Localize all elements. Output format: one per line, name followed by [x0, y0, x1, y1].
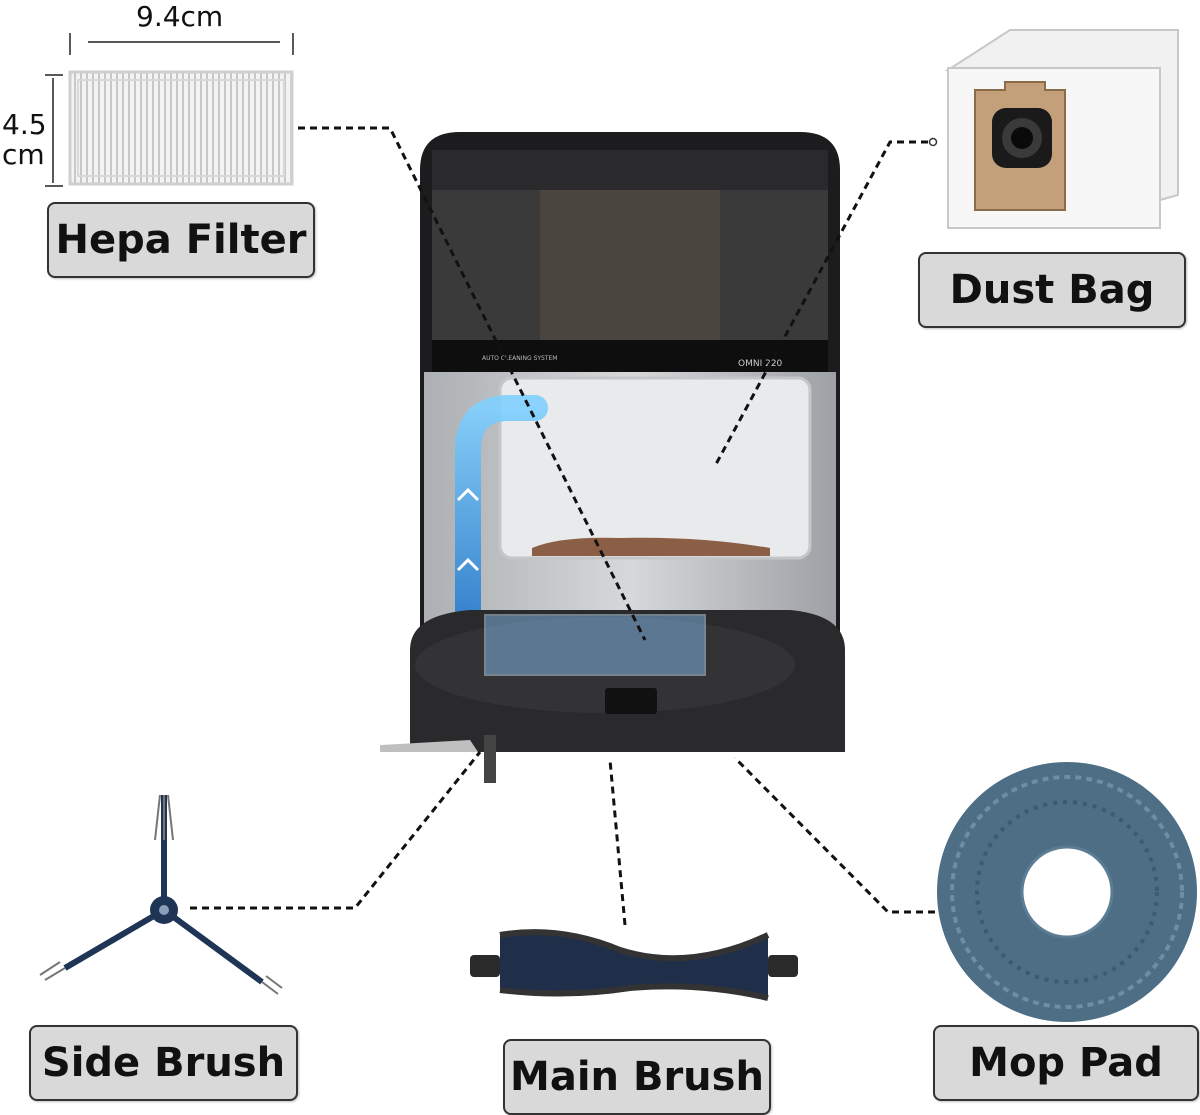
height-dimension-text-bottom: cm — [2, 138, 45, 171]
side-brush-image — [39, 794, 283, 995]
main-brush-image — [470, 929, 798, 1001]
hepa-filter-leader-line — [298, 126, 647, 641]
hepa-filter-label: Hepa Filter — [47, 202, 315, 278]
main-brush-label: Main Brush — [503, 1039, 771, 1115]
width-dimension-line — [69, 33, 294, 55]
dust-bag-image — [944, 29, 1179, 229]
leader-lines — [190, 126, 935, 926]
width-dimension-text: 9.4cm — [136, 0, 224, 33]
hepa-filter-image — [68, 70, 294, 186]
height-dimension-line — [45, 74, 63, 187]
main-brush-leader-line — [608, 759, 627, 926]
dust-bag-leader-dot — [928, 137, 938, 147]
mop-pad-leader-line — [733, 756, 935, 914]
mop-pad-label: Mop Pad — [933, 1025, 1199, 1101]
station-model-text: OMNI 220 — [738, 359, 783, 369]
dust-bag-leader-line — [713, 140, 928, 467]
mop-pad-image — [937, 762, 1197, 1022]
height-dimension-text-top: 4.5 — [2, 108, 47, 141]
dust-bag-label: Dust Bag — [918, 252, 1186, 328]
docking-station-image: AUTO CLEANING SYSTEM OMNI 220 — [380, 132, 845, 783]
side-brush-leader-line — [190, 751, 482, 910]
side-brush-label: Side Brush — [29, 1025, 298, 1101]
station-brand-text: AUTO CLEANING SYSTEM — [482, 355, 557, 362]
